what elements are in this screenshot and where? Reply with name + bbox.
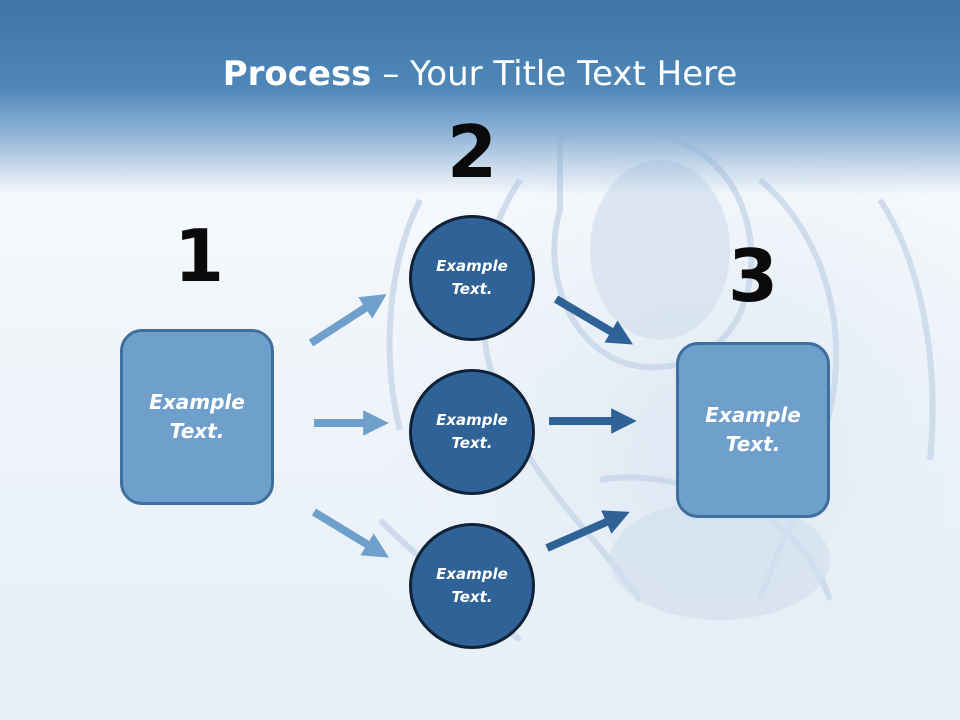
slide-title: Process – Your Title Text Here xyxy=(0,52,960,96)
arrow-1-to-top xyxy=(308,294,387,347)
title-bold-part: Process xyxy=(222,54,372,94)
step-1-label: Example Text. xyxy=(149,390,245,443)
step-3-label: Example Text. xyxy=(705,403,801,456)
step-2-circle-middle[interactable]: Example Text. xyxy=(409,369,535,495)
step-2-circle-top[interactable]: Example Text. xyxy=(409,215,535,341)
step-1-box[interactable]: Example Text. xyxy=(120,329,274,505)
circle-middle-label: Example Text. xyxy=(436,411,508,452)
step-number-2: 2 xyxy=(446,110,498,194)
arrow-top-to-3 xyxy=(553,295,634,345)
circle-top-label: Example Text. xyxy=(436,257,508,298)
arrow-bottom-to-3 xyxy=(545,510,630,552)
step-number-3: 3 xyxy=(727,234,779,318)
title-band xyxy=(0,0,960,195)
step-number-1: 1 xyxy=(173,214,225,298)
circle-bottom-label: Example Text. xyxy=(436,565,508,606)
step-2-circle-bottom[interactable]: Example Text. xyxy=(409,523,535,649)
step-3-box[interactable]: Example Text. xyxy=(676,342,830,518)
arrow-1-to-bottom xyxy=(311,508,389,558)
title-rest-part: – Your Title Text Here xyxy=(371,54,738,94)
